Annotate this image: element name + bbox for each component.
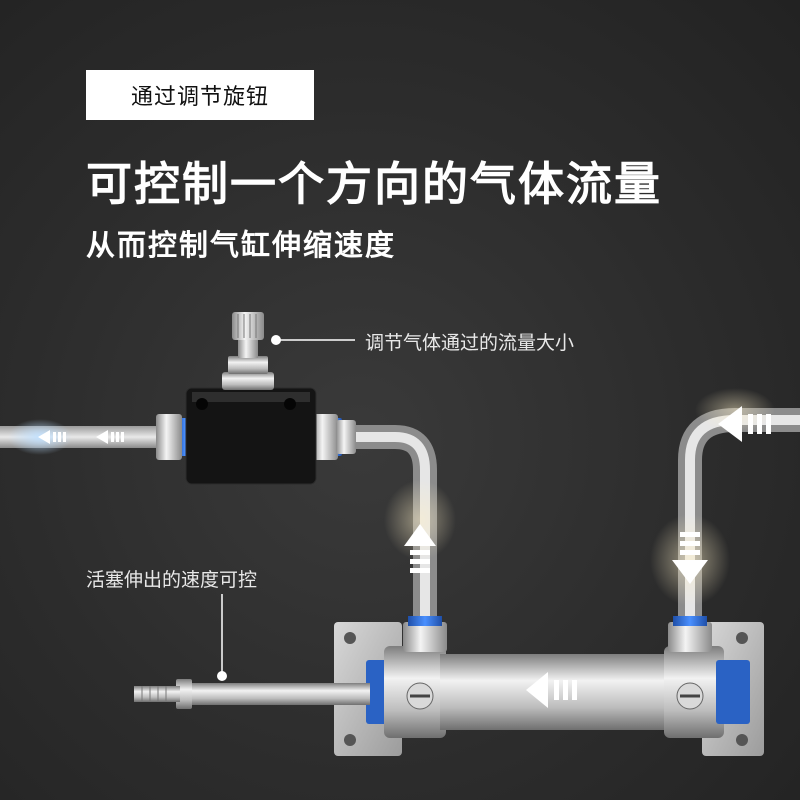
- flow-arrow-inlet-left: [718, 406, 771, 442]
- headline: 可控制一个方向的气体流量: [86, 157, 662, 211]
- left-tube: [0, 419, 170, 455]
- flow-arrow-cylinder: [526, 672, 577, 708]
- cylinder-port-fittings: [403, 616, 712, 652]
- callout-line-knob: [271, 335, 355, 345]
- flow-control-valve: [156, 336, 356, 485]
- flow-arrow-left-1: [38, 430, 66, 444]
- piston-rod: [134, 679, 370, 709]
- flow-arrow-up: [404, 524, 436, 573]
- subheadline: 从而控制气缸伸缩速度: [86, 228, 397, 262]
- flow-arrow-left-2: [96, 430, 124, 444]
- right-tube-bend: [350, 425, 437, 640]
- tag-label: 通过调节旋钮: [130, 85, 269, 110]
- callout-line-piston: [217, 594, 227, 681]
- knurled-knob: [232, 312, 264, 340]
- tag-label-box: 通过调节旋钮: [86, 70, 314, 120]
- callout-flow-adjust: 调节气体通过的流量大小: [365, 332, 575, 354]
- flow-arrow-down: [672, 532, 708, 584]
- air-cylinder: [366, 646, 750, 738]
- callout-piston-speed: 活塞伸出的速度可控: [86, 569, 258, 591]
